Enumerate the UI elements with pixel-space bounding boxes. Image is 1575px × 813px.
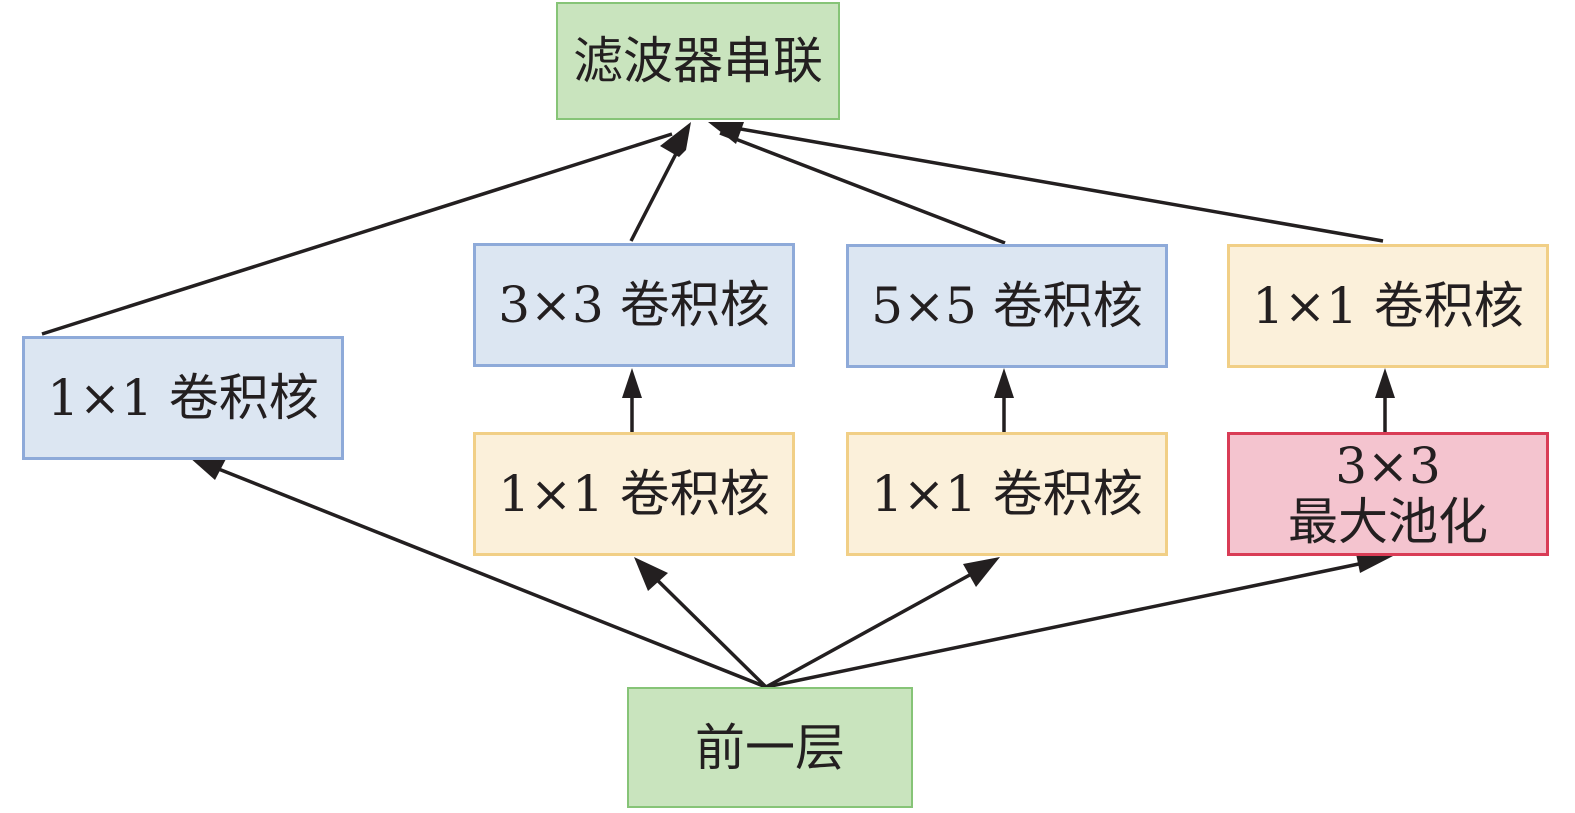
branch1-conv1-label: 1×1 卷积核: [47, 369, 319, 427]
arrowhead-branch3-conv5: [994, 368, 1014, 398]
branch4-pool-label-line2: 最大池化: [1288, 493, 1488, 551]
branch3-conv5-label: 5×5 卷积核: [871, 277, 1143, 335]
concat-label: 滤波器串联: [573, 32, 823, 90]
branch2-conv1-label: 1×1 卷积核: [498, 465, 770, 523]
edge-branch4-to-concat: [734, 126, 1384, 243]
arrowhead-branch2-conv3: [622, 368, 642, 398]
edge-input-to-branch1-conv1: [200, 460, 767, 689]
branch2-conv3-node: 3×3 卷积核: [473, 243, 795, 367]
edge-input-to-branch3-conv1: [765, 564, 987, 689]
arrowhead-branch1-conv1: [189, 457, 227, 480]
arrowhead-concat-right: [708, 122, 744, 144]
input-node: 前一层: [627, 687, 913, 808]
branch2-conv1-node: 1×1 卷积核: [473, 432, 795, 556]
arrowhead-branch3-conv1: [963, 557, 1000, 587]
edge-input-to-branch2-conv1: [643, 566, 768, 689]
arrowhead-branch2-conv1: [634, 557, 668, 591]
arrowhead-concat-left: [660, 122, 691, 157]
arrowhead-branch4-conv1: [1375, 368, 1395, 398]
branch4-pool-label-line1: 3×3: [1335, 437, 1441, 495]
edge-branch1-to-concat: [41, 132, 673, 336]
branch1-conv1-node: 1×1 卷积核: [22, 336, 344, 460]
input-label: 前一层: [695, 718, 845, 777]
branch2-conv3-label: 3×3 卷积核: [498, 276, 770, 334]
concat-node: 滤波器串联: [556, 2, 840, 120]
branch4-pool-node: 3×3 最大池化: [1227, 432, 1549, 556]
edge-branch3-to-concat: [719, 131, 1006, 245]
branch4-conv1-label: 1×1 卷积核: [1252, 277, 1524, 335]
edge-input-to-branch4-pool: [765, 558, 1379, 689]
branch3-conv5-node: 5×5 卷积核: [846, 244, 1168, 368]
branch3-conv1-node: 1×1 卷积核: [846, 432, 1168, 556]
edge-branch2-to-concat: [629, 145, 682, 242]
branch3-conv1-label: 1×1 卷积核: [871, 465, 1143, 523]
branch4-conv1-node: 1×1 卷积核: [1227, 244, 1549, 368]
